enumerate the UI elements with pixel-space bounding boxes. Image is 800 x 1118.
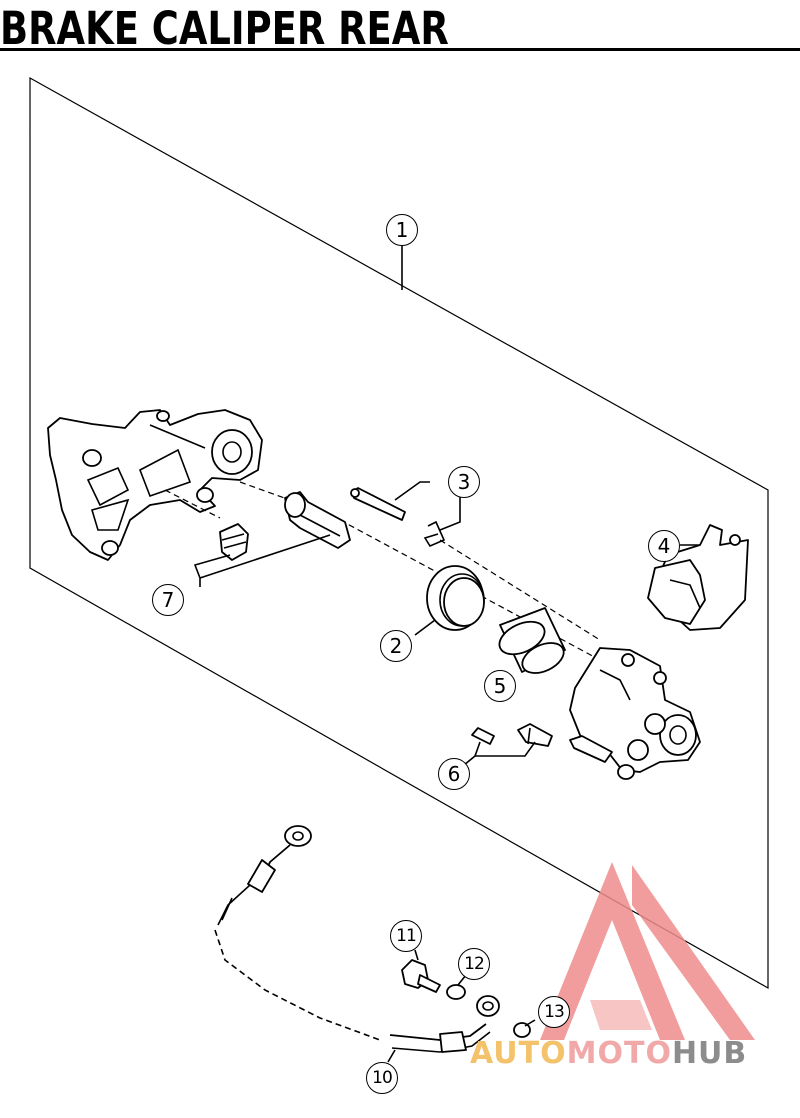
watermark-hub: HUB	[671, 1036, 748, 1071]
guide-pin	[284, 491, 351, 549]
title-underline	[0, 48, 800, 51]
kit-frame	[29, 76, 769, 990]
callout-6: 6	[438, 758, 470, 790]
caliper-bracket	[47, 409, 263, 561]
page-title: BRAKE CALIPER REAR	[0, 2, 449, 55]
callout-12: 12	[458, 948, 490, 980]
callout-2: 2	[380, 630, 412, 662]
callout-5: 5	[484, 670, 516, 702]
pad-pin-and-clip	[350, 487, 446, 548]
callout-3: 3	[448, 466, 480, 498]
rubber-boot	[219, 523, 249, 561]
brake-pads	[647, 524, 749, 631]
brake-hose	[214, 825, 500, 1053]
callout-13: 13	[538, 996, 570, 1028]
watermark-moto: MOTO	[566, 1036, 672, 1071]
piston	[498, 607, 566, 674]
callout-10: 10	[366, 1062, 398, 1094]
callout-11: 11	[390, 920, 422, 952]
piston-seals	[426, 565, 485, 631]
callout-1: 1	[386, 214, 418, 246]
callout-7: 7	[152, 584, 184, 616]
banjo-bolt	[401, 959, 441, 993]
watermark-logo	[540, 862, 755, 1040]
callout-4: 4	[648, 530, 680, 562]
bleeder-screws	[471, 723, 553, 747]
watermark-text: AUTOMOTOHUB	[470, 1036, 747, 1071]
washer	[513, 1022, 531, 1038]
caliper-housing	[569, 647, 701, 780]
washer	[446, 984, 466, 1000]
watermark-auto: AUTO	[470, 1036, 567, 1071]
